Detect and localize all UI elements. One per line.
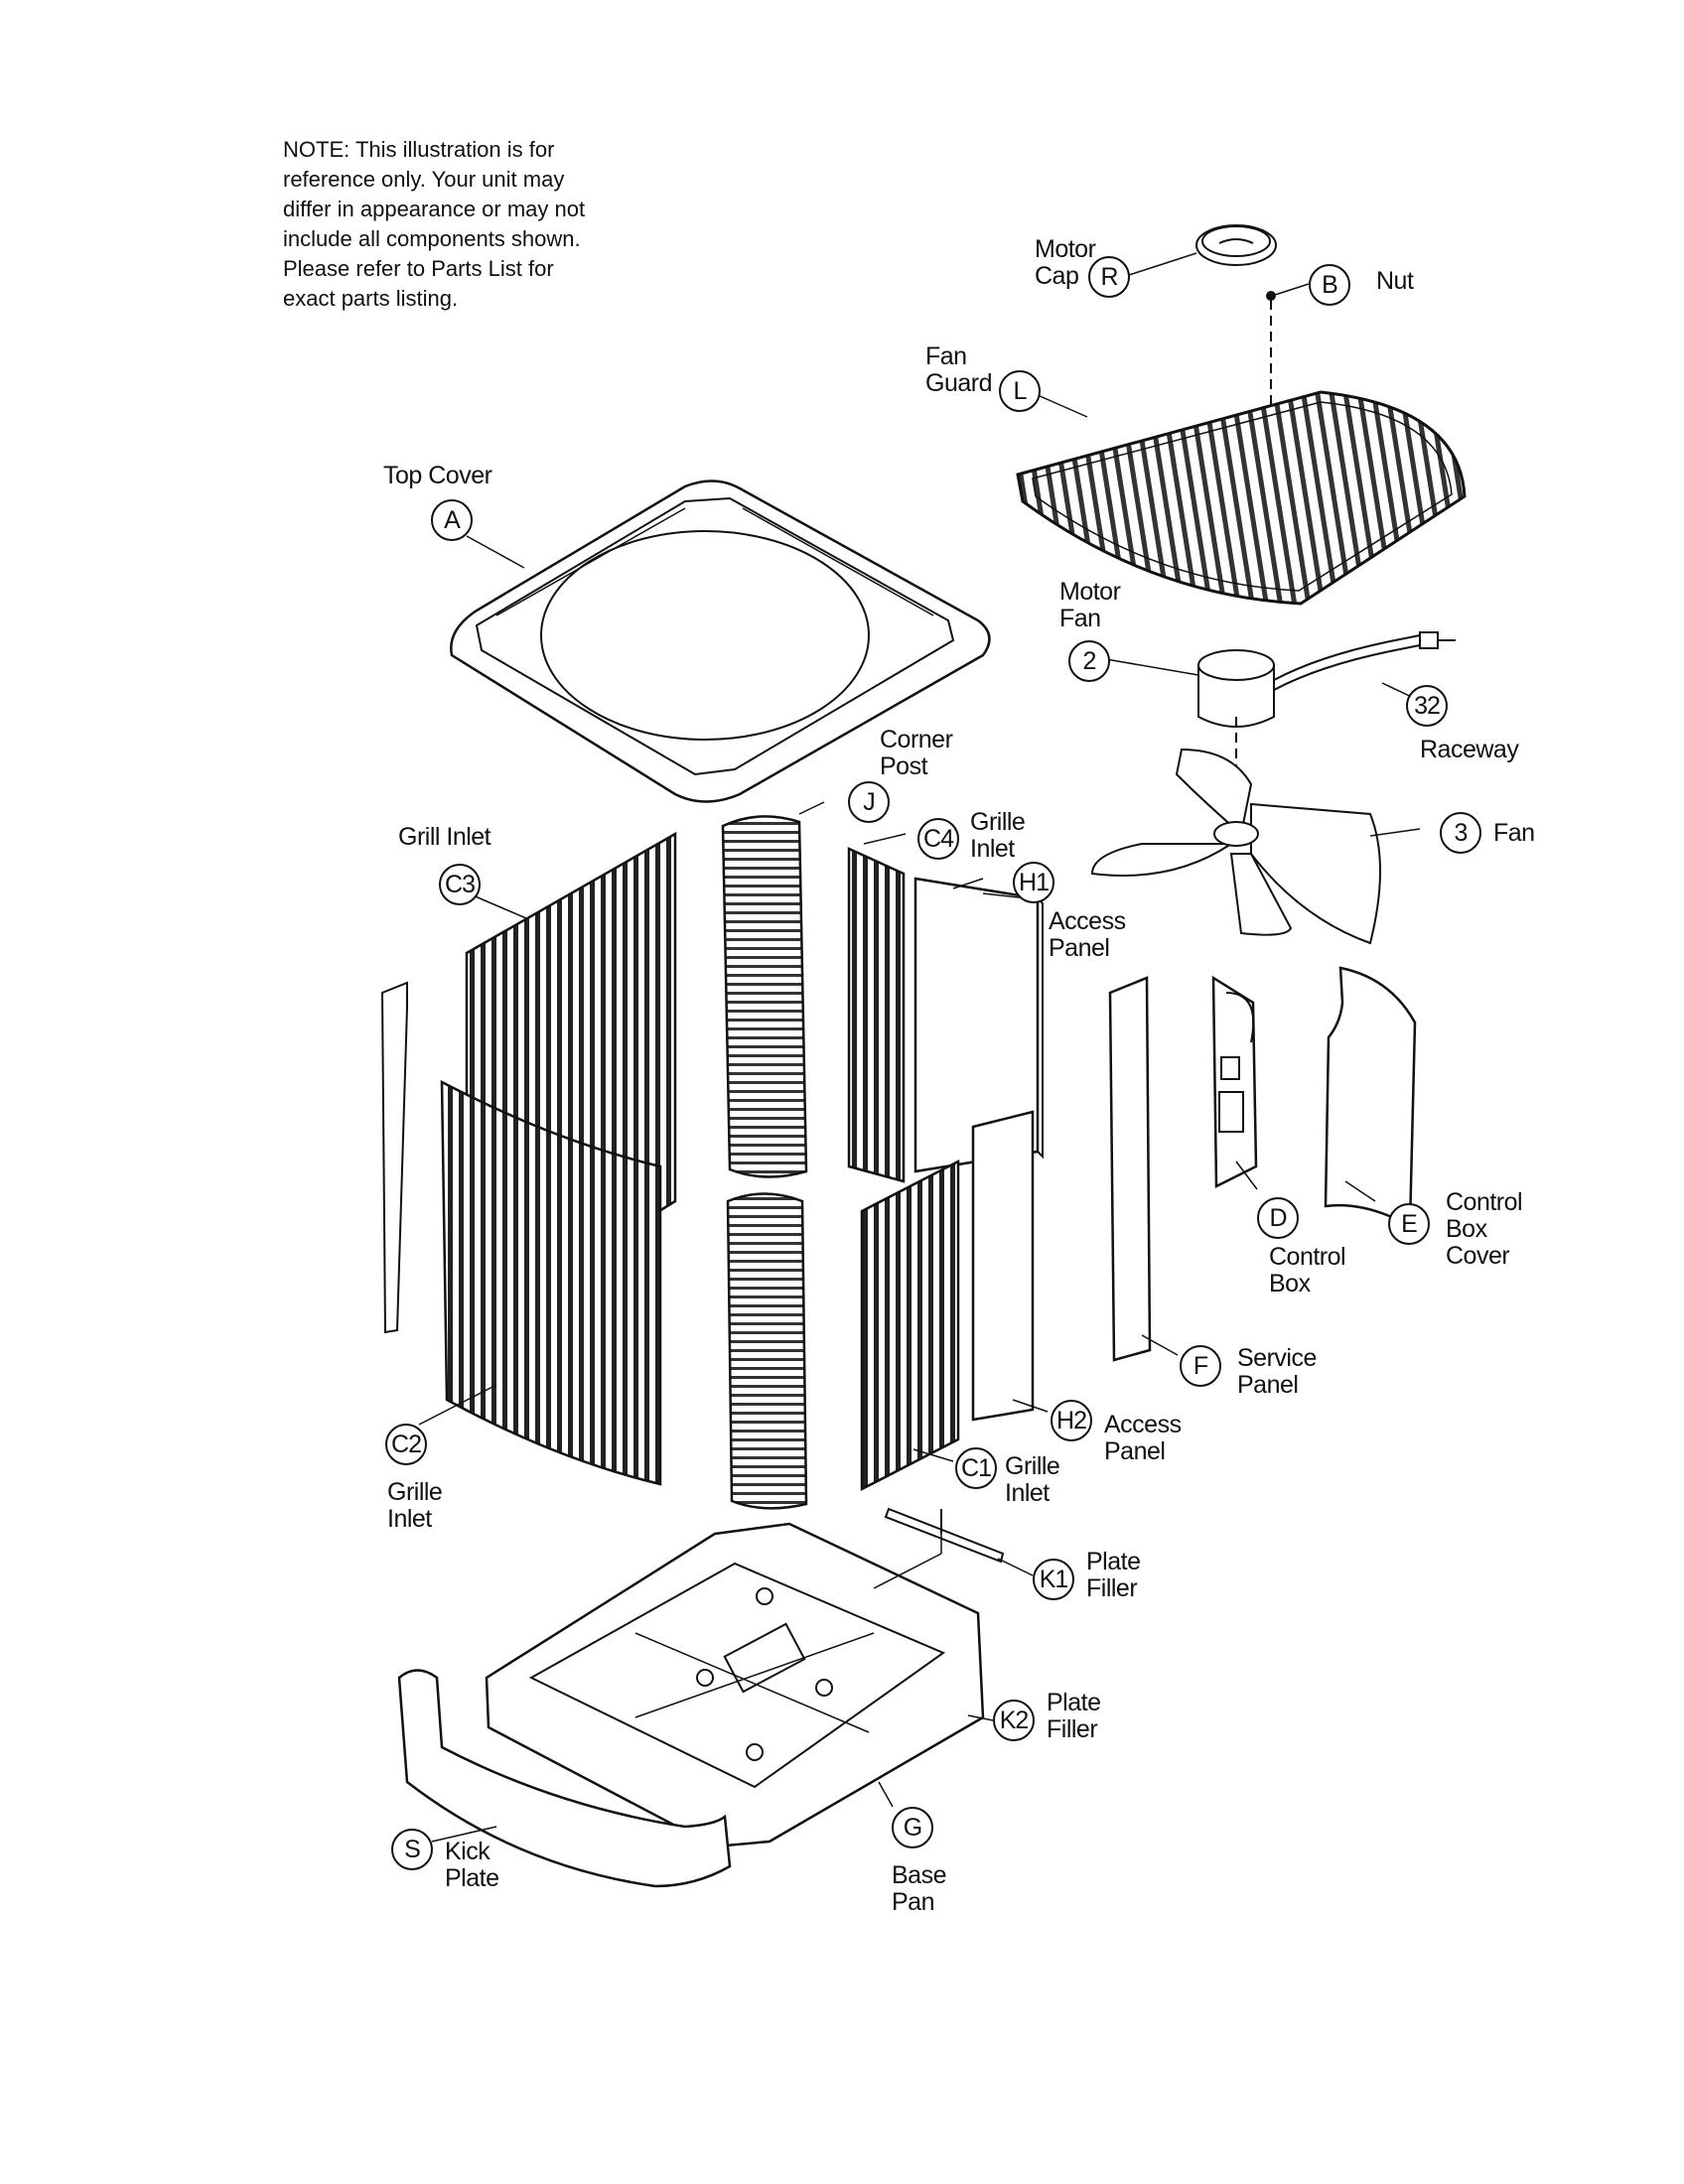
callout-c2: C2 [385,1424,427,1465]
callout-c4: C4 [917,818,959,860]
callout-k1: K1 [1033,1559,1074,1600]
top-cover-label: Top Cover [383,462,492,489]
grille-inlet-c1-part [860,1159,960,1492]
callout-d: D [1257,1197,1299,1239]
callout-g: G [892,1807,933,1848]
plate-filler-k1-part [884,1507,1005,1564]
service-panel-part [1108,976,1152,1362]
corner-post-top-part [721,815,808,1178]
grille-inlet-c4-part [847,847,906,1183]
left-bracket-part [380,981,408,1334]
grill-inlet-c2-part [440,1079,662,1486]
note-line: Please refer to Parts List for [283,256,554,281]
fan-part [1090,748,1381,945]
note-line: include all components shown. [283,226,581,251]
note-line: NOTE: This illustration is for [283,137,555,162]
callout-l: L [999,370,1041,412]
callout-r: R [1088,256,1130,298]
corner-post-bottom-part [726,1192,808,1510]
note-line: differ in appearance or may not [283,197,586,221]
callout-f: F [1180,1345,1221,1387]
callout-32: 32 [1406,685,1448,727]
callout-c3: C3 [439,864,481,905]
reference-note: NOTE: This illustration is for reference… [283,135,640,314]
callout-c1: C1 [955,1447,997,1489]
callout-e: E [1388,1203,1430,1245]
callout-k2: K2 [993,1700,1035,1741]
motor-cap-part [1195,224,1277,266]
motor-fan-part [1197,631,1456,814]
raceway-label: Raceway [1420,736,1519,763]
callout-s: S [391,1829,433,1870]
fan-label: Fan [1493,819,1535,847]
top-cover-part [450,479,991,803]
callout-a: A [431,499,473,541]
callout-3: 3 [1440,812,1481,854]
callout-h2: H2 [1051,1400,1092,1441]
control-box-part [1211,975,1258,1189]
callout-2: 2 [1068,640,1110,682]
note-line: exact parts listing. [283,286,459,311]
nut-label: Nut [1376,267,1414,295]
note-line: reference only. Your unit may [283,167,565,192]
control-box-cover-part [1324,966,1417,1229]
fan-guard-part [1016,390,1467,606]
kick-plate-part [397,1669,732,1888]
callout-h1: H1 [1013,862,1054,903]
base-pan-part [485,1522,985,1848]
grill-inlet-c3-label: Grill Inlet [398,823,491,851]
callout-b: B [1309,264,1350,306]
access-panel-h2-part [971,1110,1035,1422]
callout-j: J [848,781,890,823]
